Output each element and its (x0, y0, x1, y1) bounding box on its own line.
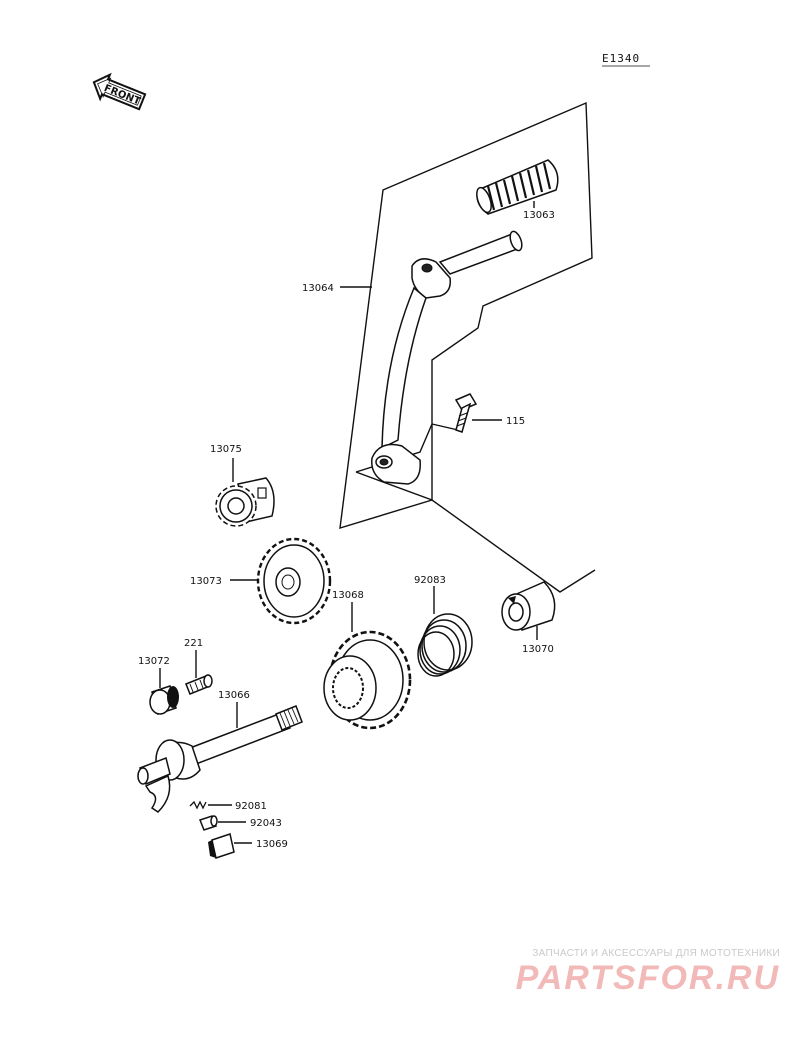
assembly-connector-line (355, 471, 596, 593)
label-13066: 13066 (218, 690, 250, 701)
label-13070: 13070 (522, 644, 554, 655)
front-arrow-icon: FRONT (92, 72, 147, 111)
diagram-code: E1340 (602, 52, 640, 65)
collar-13070-part (501, 581, 556, 631)
label-13064: 13064 (302, 283, 334, 294)
watermark: ЗАПЧАСТИ И АКСЕССУАРЫ ДЛЯ МОТОТЕХНИКИ PA… (480, 948, 780, 997)
label-13069: 13069 (256, 839, 288, 850)
label-13075: 13075 (210, 444, 242, 455)
label-13063: 13063 (523, 210, 555, 221)
label-13072: 13072 (138, 656, 170, 667)
label-13068: 13068 (332, 590, 364, 601)
kick-pedal-arm-part (371, 230, 523, 485)
kick-rubber-part (476, 159, 559, 215)
watermark-logo: PARTSFOR.RU (515, 959, 780, 997)
plunger-13069-part (208, 833, 235, 859)
ratchet-gear-13075-part (215, 477, 275, 527)
bolt-115-part (454, 393, 478, 433)
cap-13072-part (149, 685, 179, 715)
label-92083: 92083 (414, 575, 446, 586)
kick-shaft-13066-part (137, 705, 303, 813)
label-13073: 13073 (190, 576, 222, 587)
spring-92083-part (417, 613, 473, 677)
label-115: 115 (506, 416, 525, 427)
kick-gear-13068-part (323, 630, 412, 730)
watermark-tagline: ЗАПЧАСТИ И АКСЕССУАРЫ ДЛЯ МОТОТЕХНИКИ (532, 948, 780, 959)
gear-13073-part (256, 537, 332, 625)
spring-92081-part (189, 800, 207, 810)
screw-221-part (185, 674, 213, 695)
label-92043: 92043 (250, 818, 282, 829)
label-92081: 92081 (235, 801, 267, 812)
pin-92043-part (199, 815, 218, 831)
assembly-boundary (339, 101, 593, 529)
label-221: 221 (184, 638, 203, 649)
